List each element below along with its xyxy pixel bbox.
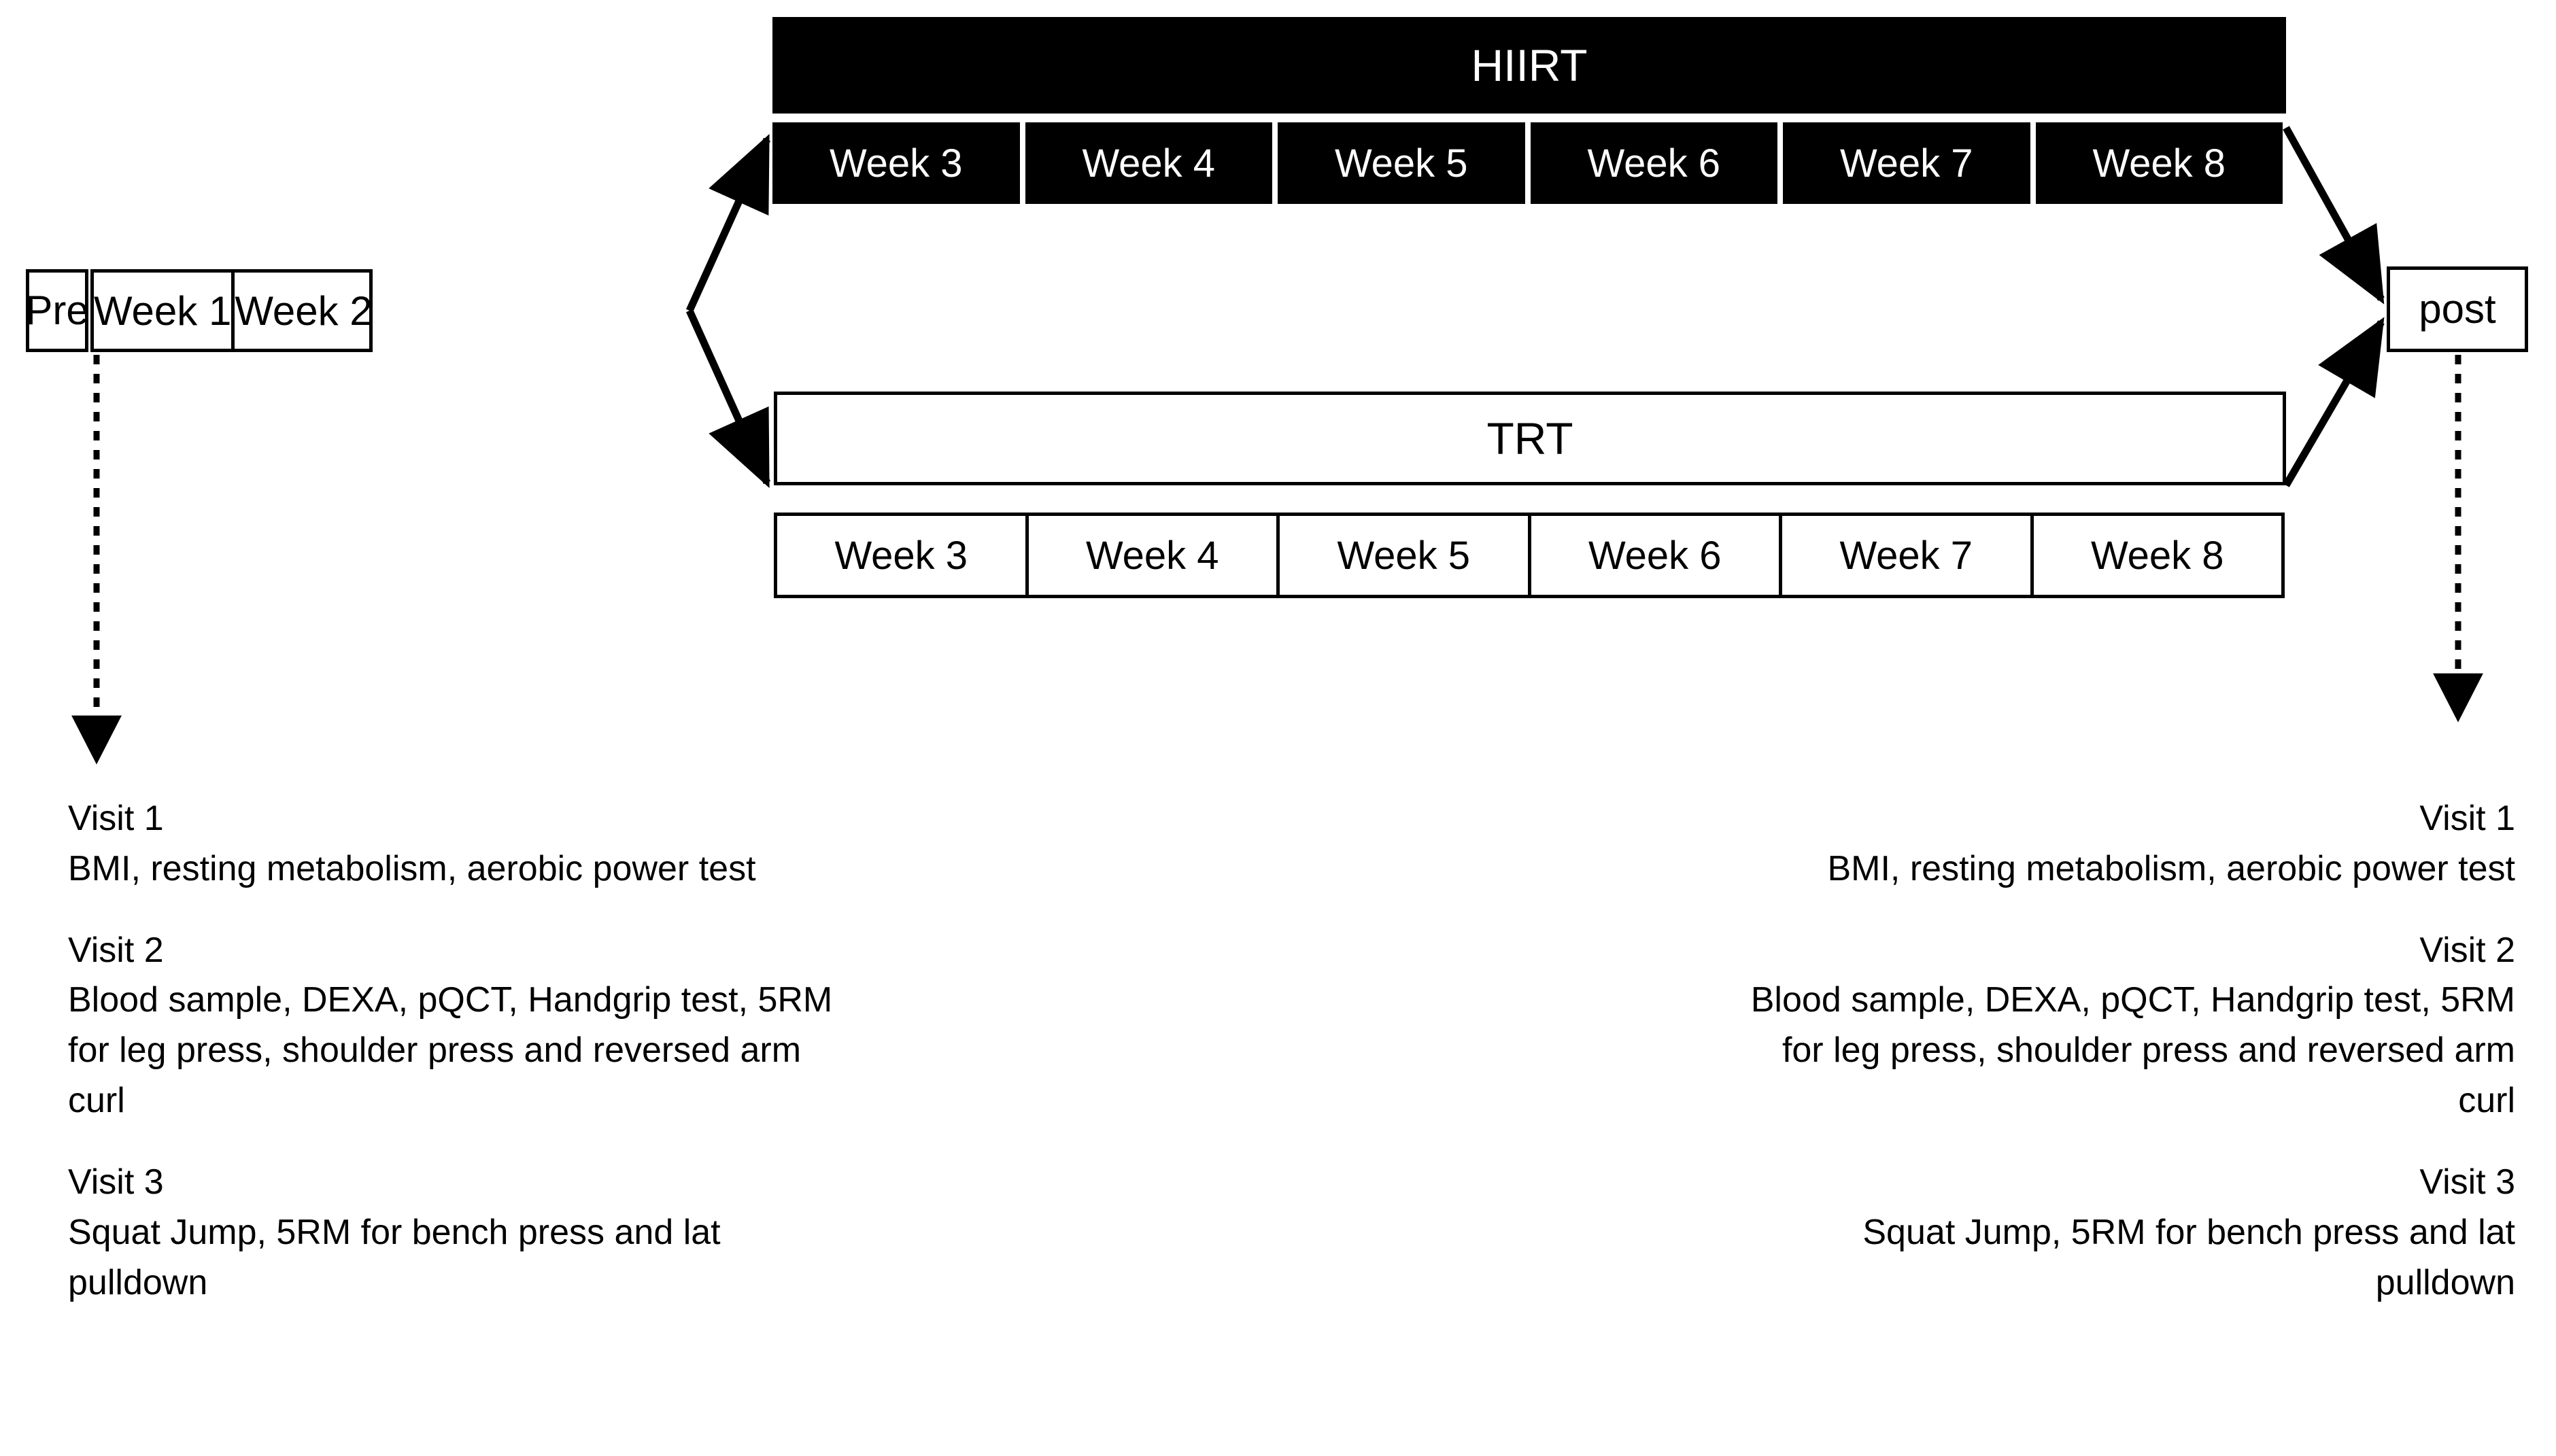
trt-week-cell: Week 5 <box>1276 516 1528 595</box>
hiirt-week-label: Week 7 <box>1839 141 1973 186</box>
branch-arrow-to-hiirt <box>685 133 771 313</box>
post-label: post <box>2419 286 2496 332</box>
visit-group: Visit 1 BMI, resting metabolism, aerobic… <box>68 794 857 895</box>
post-box: post <box>2387 266 2528 352</box>
hiirt-group-bar: HIIRT <box>772 17 2286 114</box>
hiirt-week-cell: Week 7 <box>1783 122 2030 204</box>
hiirt-title: HIIRT <box>1471 40 1588 90</box>
visit-group: Visit 2 Blood sample, DEXA, pQCT, Handgr… <box>1726 926 2515 1126</box>
visit-detail: BMI, resting metabolism, aerobic power t… <box>1827 848 2515 888</box>
hiirt-week-cell: Week 4 <box>1025 122 1272 204</box>
baseline-week-1-label: Week 1 <box>94 288 232 334</box>
post-assessment-block: Visit 1 BMI, resting metabolism, aerobic… <box>1726 794 2515 1308</box>
trt-week-cell: Week 4 <box>1025 516 1277 595</box>
visit-group: Visit 1 BMI, resting metabolism, aerobic… <box>1726 794 2515 895</box>
hiirt-week-label: Week 6 <box>1587 141 1721 186</box>
visit-title: Visit 1 <box>68 799 164 838</box>
hiirt-week-cell: Week 5 <box>1278 122 1525 204</box>
hiirt-week-label: Week 3 <box>829 141 963 186</box>
hiirt-week-label: Week 8 <box>2092 141 2226 186</box>
visit-title: Visit 3 <box>68 1162 164 1202</box>
pre-label: Pre <box>25 288 89 333</box>
visit-detail: Blood sample, DEXA, pQCT, Handgrip test,… <box>68 980 833 1121</box>
trt-week-cell: Week 6 <box>1527 516 1779 595</box>
visit-title: Visit 2 <box>2419 930 2515 970</box>
hiirt-week-label: Week 5 <box>1334 141 1468 186</box>
visit-detail: Squat Jump, 5RM for bench press and lat … <box>1862 1212 2515 1302</box>
pre-box: Pre <box>25 269 89 352</box>
trt-week-cell: Week 3 <box>777 516 1025 595</box>
pre-assessment-block: Visit 1 BMI, resting metabolism, aerobic… <box>68 794 857 1308</box>
hiirt-arrow-to-post <box>2283 126 2385 305</box>
hiirt-week-row: Week 3 Week 4 Week 5 Week 6 Week 7 Week … <box>772 122 2283 204</box>
baseline-week-2-label: Week 2 <box>235 288 373 334</box>
trt-week-label: Week 3 <box>834 533 968 578</box>
trt-week-label: Week 8 <box>2090 533 2224 578</box>
trt-week-cell: Week 7 <box>1779 516 2030 595</box>
visit-title: Visit 1 <box>2419 799 2515 838</box>
trt-week-label: Week 7 <box>1839 533 1973 578</box>
trt-arrow-to-post <box>2283 317 2385 487</box>
visit-detail: Blood sample, DEXA, pQCT, Handgrip test,… <box>1750 980 2515 1121</box>
visit-group: Visit 3 Squat Jump, 5RM for bench press … <box>68 1158 857 1308</box>
trt-week-label: Week 6 <box>1588 533 1722 578</box>
trt-week-label: Week 5 <box>1337 533 1471 578</box>
trt-week-cell: Week 8 <box>2030 516 2282 595</box>
hiirt-week-label: Week 4 <box>1082 141 1216 186</box>
hiirt-week-cell: Week 8 <box>2035 122 2283 204</box>
hiirt-week-cell: Week 3 <box>772 122 1020 204</box>
baseline-week-1: Week 1 <box>94 273 231 349</box>
trt-title: TRT <box>1486 413 1573 464</box>
hiirt-week-cell: Week 6 <box>1530 122 1777 204</box>
visit-title: Visit 2 <box>68 930 164 970</box>
branch-arrow-to-trt <box>685 309 771 489</box>
visit-group: Visit 2 Blood sample, DEXA, pQCT, Handgr… <box>68 926 857 1126</box>
visit-title: Visit 3 <box>2419 1162 2515 1202</box>
trt-week-label: Week 4 <box>1085 533 1219 578</box>
baseline-week-group: Week 1 Week 2 <box>90 269 373 352</box>
visit-detail: BMI, resting metabolism, aerobic power t… <box>68 848 756 888</box>
visit-detail: Squat Jump, 5RM for bench press and lat … <box>68 1212 721 1302</box>
baseline-week-2: Week 2 <box>231 273 373 349</box>
trt-week-row: Week 3 Week 4 Week 5 Week 6 Week 7 Week … <box>774 513 2285 598</box>
trt-group-bar: TRT <box>774 392 2286 485</box>
visit-group: Visit 3 Squat Jump, 5RM for bench press … <box>1726 1158 2515 1308</box>
